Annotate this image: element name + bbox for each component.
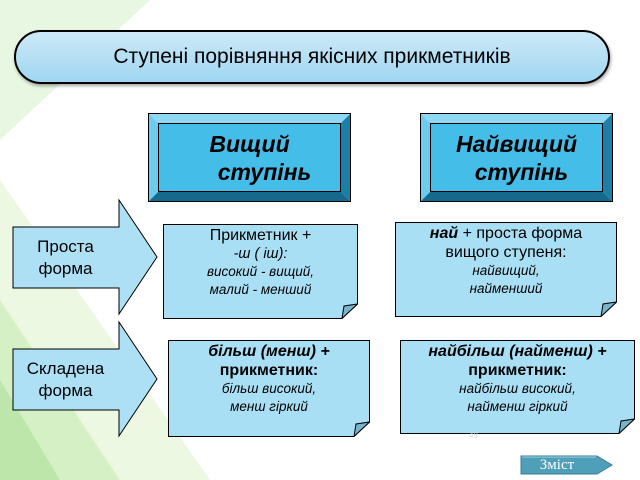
page-title: Ступені порівняння якісних прикметників [113,45,511,68]
bevel-frame [420,113,613,202]
note-line1-rest: + проста форма [458,225,583,242]
note-line2: прикметник: [468,362,567,379]
page-number: 49 [469,431,478,440]
note-line1: Прикметник + [209,227,312,244]
note-shape [395,222,617,317]
superlative-header-line2: ступінь [474,158,569,185]
title-banner: Ступені порівняння якісних прикметників [14,30,610,84]
simple-superlative-note: най + проста форма вищого ступеня: найви… [395,222,617,317]
note-example2: найменший [469,281,543,296]
superlative-degree-header: Найвищий ступінь [420,113,613,202]
note-line1: най + проста форма [430,224,582,243]
note-example2: малий - менший [209,282,312,297]
simple-form-label: Проста форма [13,230,118,286]
simple-form-label-line1: Проста [37,237,94,256]
note-line2: -ш ( іш): [233,246,288,262]
note-example2: менш гіркий [230,399,308,414]
note-example1: високий - вищий, [206,264,314,279]
comparative-degree-header: Вищий ступінь [148,113,351,202]
note-line2: вищого ступеня: [445,244,567,261]
comparative-header-line1: Вищий [209,130,290,157]
compound-form-label-line2: форма [38,381,93,400]
compound-comparative-note: більш (менш) + прикметник: більш високий… [168,340,370,437]
note-shape [400,340,635,434]
note-text: най + проста форма вищого ступеня: найви… [395,222,617,317]
note-example2: найменш гіркий [467,399,568,414]
bevel-frame [148,113,351,202]
note-shape [163,224,358,319]
contents-button-label[interactable]: Зміст [539,457,575,473]
note-text: найбільш (найменш) + прикметник: найбіль… [400,340,635,434]
note-line1: найбільш (найменш) + [428,343,607,360]
compound-superlative-note: найбільш (найменш) + прикметник: найбіль… [400,340,635,434]
note-shape [168,340,370,437]
comparative-header-face: Вищий ступінь [158,123,341,192]
simple-comparative-note: Прикметник + -ш ( іш): високий - вищий, … [163,224,358,319]
note-line1: більш (менш) + [208,343,330,360]
note-text: більш (менш) + прикметник: більш високий… [168,340,370,437]
compound-form-label: Складена форма [13,352,118,408]
comparative-header-line2: ступінь [217,158,312,185]
note-line2: прикметник: [219,362,319,379]
note-example1: найвищий, [472,263,540,278]
simple-form-arrow [12,198,158,316]
superlative-header-face: Найвищий ступінь [430,123,603,192]
contents-button[interactable] [519,454,614,476]
prefix-naj: най [429,225,459,242]
note-example1: більш високий, [221,381,317,396]
note-text: Прикметник + -ш ( іш): високий - вищий, … [163,224,358,319]
simple-form-label-line2: форма [38,259,93,278]
compound-form-label-line1: Складена [26,359,105,378]
note-example1: найбільш високий, [459,381,576,396]
superlative-header-line1: Найвищий [456,130,577,157]
compound-form-arrow [12,320,158,438]
